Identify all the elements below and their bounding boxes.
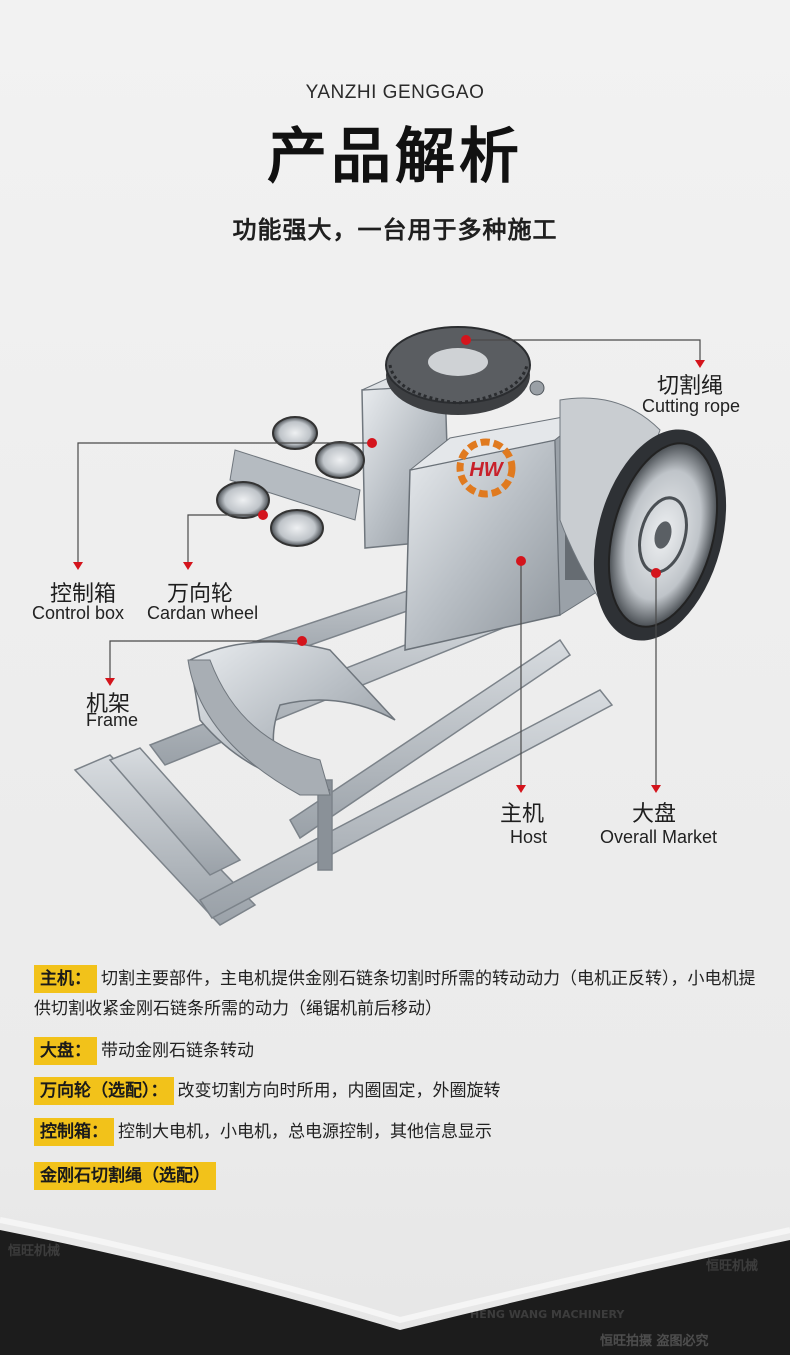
watermark-brand-right: 恒旺机械 xyxy=(706,1259,759,1274)
callout-control-zh: 控制箱 xyxy=(50,582,117,607)
main-disc xyxy=(559,397,727,641)
desc-control-text: 控制大电机，小电机，总电源控制，其他信息显示 xyxy=(118,1122,492,1142)
watermark-copyright: 恒旺拍摄 盗图必究 xyxy=(600,1334,709,1349)
callout-control-en: Control box xyxy=(32,603,125,623)
desc-control-tag: 控制箱： xyxy=(34,1118,114,1146)
wire-saw-machine-illustration: HW xyxy=(73,326,727,926)
callout-disc-zh: 大盘 xyxy=(632,802,677,827)
callout-lines xyxy=(77,339,701,785)
watermark-brand-en: HENG WANG MACHINERY xyxy=(470,1308,625,1321)
callout-frame-en: Frame xyxy=(86,710,139,730)
callout-dots xyxy=(258,335,661,646)
page-tagline: 功能强大，一台用于多种施工 xyxy=(232,216,558,244)
desc-control: 控制箱：控制大电机，小电机，总电源控制，其他信息显示 xyxy=(34,1117,756,1147)
desc-disc: 大盘：带动金刚石链条转动 xyxy=(34,1036,756,1066)
callout-arrows xyxy=(73,360,705,793)
callout-disc-en: Overall Market xyxy=(600,827,718,847)
desc-host-tag: 主机： xyxy=(34,965,97,993)
page-title: 产品解析 xyxy=(267,122,523,192)
brand-logo: HW xyxy=(456,438,516,498)
brand-logo-text: HW xyxy=(469,459,504,481)
desc-disc-text: 带动金刚石链条转动 xyxy=(101,1041,254,1061)
rotary-base xyxy=(187,641,396,796)
cutting-rope-coil xyxy=(385,326,545,415)
desc-cardan-text: 改变切割方向时所用，内圈固定，外圈旋转 xyxy=(177,1081,501,1101)
callout-rope-zh: 切割绳 xyxy=(657,374,724,399)
callout-rope-en: Cutting rope xyxy=(642,396,741,416)
desc-cardan-tag: 万向轮（选配）： xyxy=(34,1077,174,1105)
callout-cardan-en: Cardan wheel xyxy=(147,603,259,623)
header-subtitle: YANZHI GENGGAO xyxy=(305,82,485,103)
desc-disc-tag: 大盘： xyxy=(34,1037,97,1065)
callout-frame-zh: 机架 xyxy=(86,692,131,717)
footer-wave xyxy=(0,1217,790,1355)
cardan-wheels xyxy=(216,416,365,547)
watermark-brand-left: 恒旺机械 xyxy=(8,1244,61,1259)
desc-rope: 金刚石切割绳（选配） xyxy=(34,1161,756,1191)
callout-cardan-zh: 万向轮 xyxy=(167,582,234,607)
desc-host: 主机：切割主要部件，主电机提供金刚石链条切割时所需的转动动力（电机正反转），小电… xyxy=(34,964,756,1024)
desc-cardan: 万向轮（选配）：改变切割方向时所用，内圈固定，外圈旋转 xyxy=(34,1076,756,1106)
callout-host-zh: 主机 xyxy=(500,802,545,827)
desc-rope-tag: 金刚石切割绳（选配） xyxy=(34,1162,216,1190)
desc-host-text: 切割主要部件，主电机提供金刚石链条切割时所需的转动动力（电机正反转），小电机提供… xyxy=(34,969,756,1019)
callout-host-en: Host xyxy=(510,827,548,847)
